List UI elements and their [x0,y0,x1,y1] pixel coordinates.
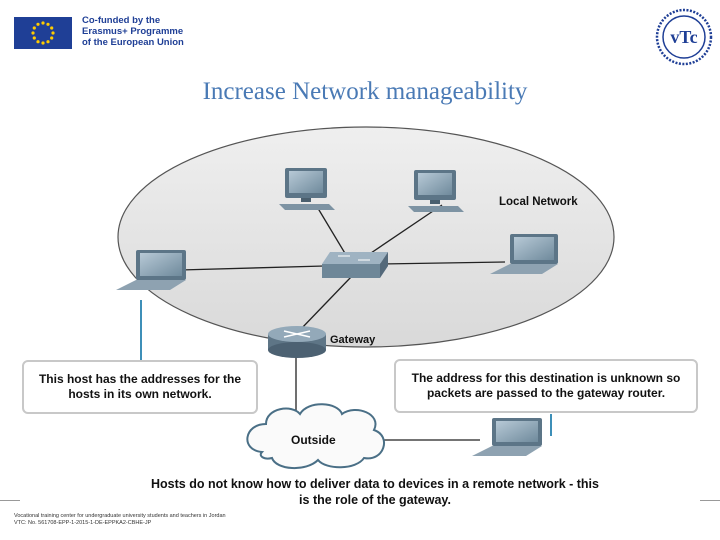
footer-divider [700,500,720,501]
local-network-ellipse [117,126,615,348]
vtc-logo: vTc [655,8,713,66]
desktop-computer-icon [279,168,335,210]
local-host-callout: This host has the addresses for the host… [22,360,258,414]
eu-flag-logo [14,17,72,49]
footer-divider [0,500,20,501]
cofund-line-2: Erasmus+ Programme [82,26,184,37]
footer-line-1: Vocational training center for undergrad… [14,513,226,519]
switch-icon [322,252,388,278]
network-links [179,204,506,441]
outside-label: Outside [291,433,336,447]
page-title: Increase Network manageability [202,78,528,105]
local-network-label: Local Network [499,196,578,208]
gateway-router-icon [268,326,326,358]
laptop-icon [490,234,558,274]
desktop-computer-icon [408,170,464,212]
footer-line-2: VTC: No. 561708-EPP-1-2015-1-DE-EPPKA2-C… [14,520,152,526]
gateway-label: Gateway [330,334,376,346]
cofund-line-3: of the European Union [82,37,184,48]
cofund-text: Co-funded by the Erasmus+ Programme of t… [82,15,184,48]
internet-cloud-icon [246,403,385,469]
eu-stars-icon [31,21,55,45]
laptop-icon [116,250,186,290]
vtc-logo-text: vTc [670,27,697,47]
local-host-callout-text: This host has the addresses for the host… [38,372,242,401]
remote-laptop-icon [472,418,542,456]
gateway-caption: Hosts do not know how to deliver data to… [151,477,599,507]
vtc-seal-icon: vTc [655,8,713,66]
footer-text: Vocational training center for undergrad… [14,513,226,527]
remote-destination-callout-text: The address for this destination is unkn… [411,371,681,400]
remote-destination-callout: The address for this destination is unkn… [394,359,698,413]
cofund-line-1: Co-funded by the [82,15,161,26]
